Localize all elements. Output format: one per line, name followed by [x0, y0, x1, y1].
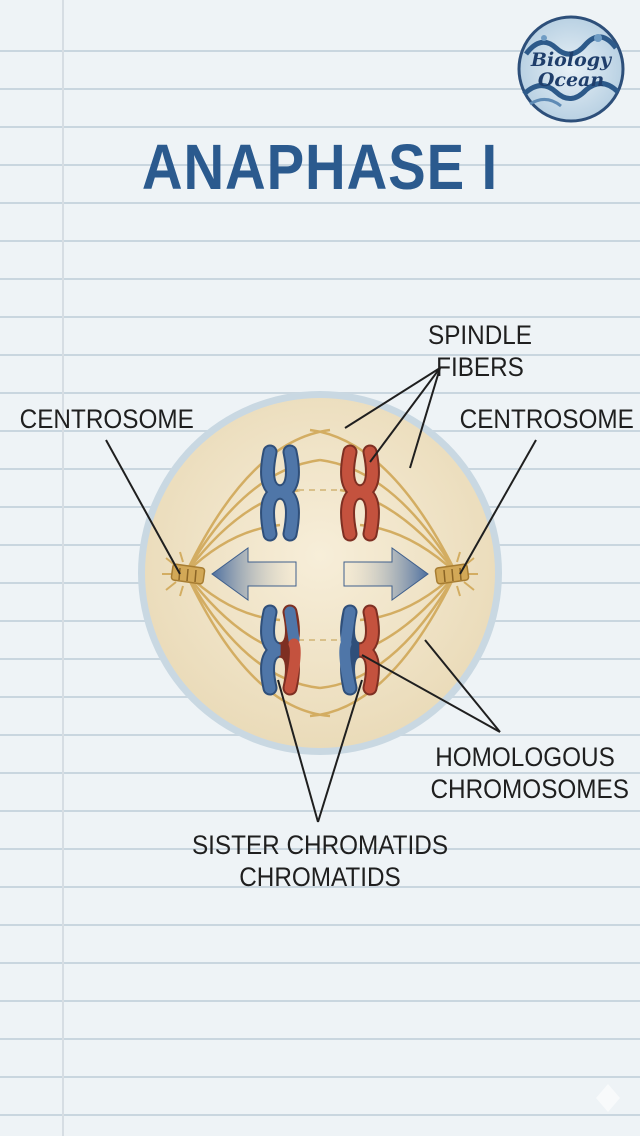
centrosome-left	[162, 551, 206, 597]
biology-ocean-logo	[517, 15, 625, 123]
centrosome-right	[434, 551, 478, 597]
label-centrosome-right: CENTROSOME	[459, 404, 634, 434]
chromosome-top-right-red	[340, 444, 380, 542]
watermark-icon	[596, 1084, 620, 1112]
logo-text-ocean: Ocean	[537, 69, 605, 91]
chromosome-bottom-left-mixed	[260, 604, 301, 696]
arrow-left	[211, 547, 297, 601]
leader-lines	[105, 367, 537, 823]
notebook-margin-line	[62, 0, 64, 1136]
label-sister-chromatids-line1: SISTER CHROMATIDS	[191, 830, 449, 860]
page-title: ANAPHASE I	[141, 131, 499, 203]
chromosome-bottom-right-mixed	[339, 604, 380, 696]
logo-text-biology: Biology	[530, 49, 612, 71]
label-spindle-line1: SPINDLE	[427, 320, 532, 350]
label-spindle-line2: FIBERS	[436, 352, 524, 382]
label-centrosome-left: CENTROSOME	[19, 404, 194, 434]
label-homologous-line1: HOMOLOGOUS	[435, 742, 615, 772]
label-homologous-line2: CHROMOSOMES	[430, 774, 629, 804]
cell-body	[145, 398, 495, 748]
arrow-right	[343, 547, 429, 601]
label-sister-chromatids-line2: CHROMATIDS	[239, 862, 401, 892]
chromosome-top-left-blue	[260, 444, 300, 542]
